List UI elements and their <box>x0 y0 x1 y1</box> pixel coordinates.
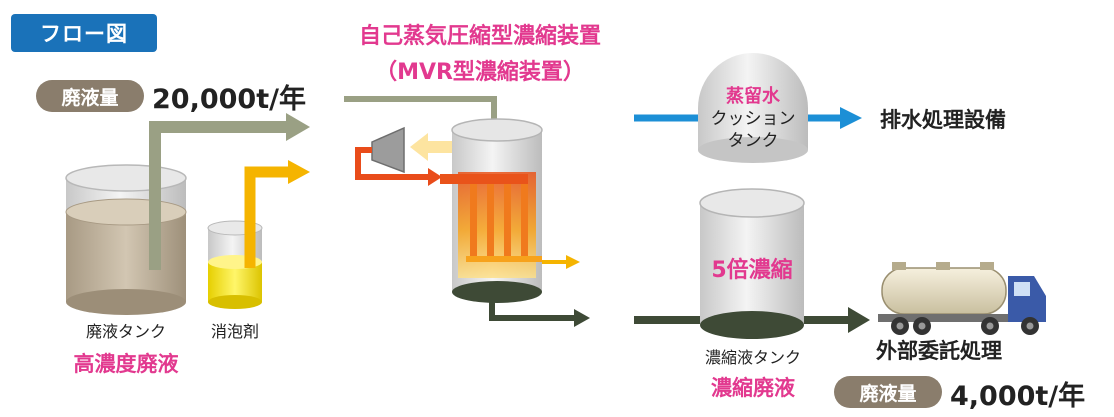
drainage-facility-label: 排水処理設備 <box>880 108 1006 132</box>
concentrate-tank-label: 濃縮液タンク <box>704 348 801 367</box>
concentration-badge: 5倍濃縮 <box>711 258 793 283</box>
distilled-water-tank-text: 蒸留水 クッション タンク <box>698 86 808 152</box>
vapor-arrow <box>410 133 454 161</box>
antifoam-label: 消泡剤 <box>210 322 259 341</box>
output-volume-pill: 廃液量 <box>834 376 942 408</box>
condensate-arrow <box>542 255 580 269</box>
distilled-water-tank <box>698 53 808 163</box>
steam-line <box>355 147 442 186</box>
waste-tank-label: 廃液タンク <box>85 322 166 341</box>
mvr-subtitle: （MVR型濃縮装置） <box>375 60 585 85</box>
compressor-icon <box>371 126 405 174</box>
input-volume-pill: 廃液量 <box>36 80 144 112</box>
tanker-truck-icon <box>878 262 1046 335</box>
concentrate-category-label: 濃縮廃液 <box>711 376 795 400</box>
flow-chart-badge: フロー図 <box>11 14 157 52</box>
cushion-label: クッション <box>710 109 796 129</box>
mvr-title: 自己蒸気圧縮型濃縮装置 <box>358 24 601 49</box>
distilled-water-label: 蒸留水 <box>726 86 780 107</box>
mvr-evaporator <box>440 118 543 303</box>
concentrate-out-arrow <box>489 296 590 327</box>
input-volume-amount: 20,000t/年 <box>152 84 306 115</box>
outsource-treatment-label: 外部委託処理 <box>876 339 1002 363</box>
concentrate-tank <box>699 188 805 339</box>
waste-category-label: 高濃度廃液 <box>73 352 179 376</box>
waste-feed-arrow <box>149 113 310 270</box>
waste-tank <box>65 164 187 315</box>
antifoam-feed-arrow <box>244 160 310 268</box>
tank-label: タンク <box>727 131 779 151</box>
output-volume-amount: 4,000t/年 <box>950 381 1086 412</box>
